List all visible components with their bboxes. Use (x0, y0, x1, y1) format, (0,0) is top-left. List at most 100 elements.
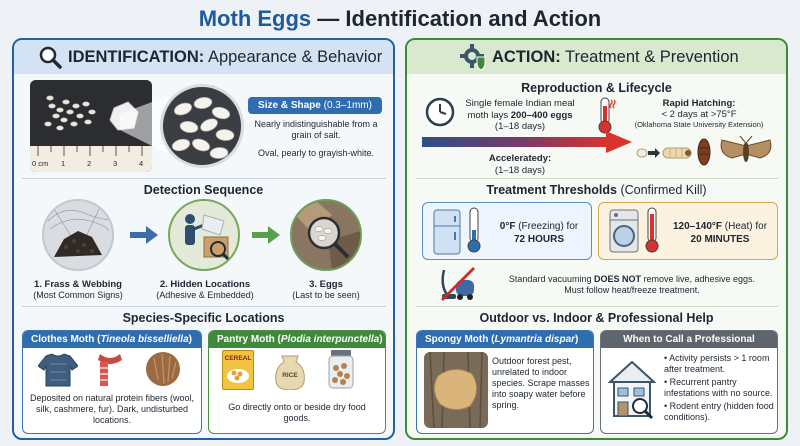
ruler-label-1: 1 (61, 159, 66, 168)
vacuum-icon (438, 266, 478, 302)
freezer-icon (432, 208, 462, 256)
title-main: Moth Eggs (198, 6, 312, 31)
professional-title: When to Call a Professional (623, 334, 755, 345)
color-description: Oval, pearly to grayish-white. (257, 148, 375, 158)
size-description: Nearly indistinguishable from a grain of… (254, 119, 378, 140)
rapid-hatching-desc: < 2 days at >75°F (661, 109, 737, 120)
ruler-label-2: 2 (87, 159, 92, 168)
zoom-connector (118, 96, 178, 156)
divider-2 (22, 306, 386, 307)
step-2-subtitle: (Adhesive & Embedded) (156, 290, 254, 300)
professional-item-text: Recurrent pantry infestations with no so… (664, 377, 773, 398)
thresholds-title-main: Treatment Thresholds (486, 183, 617, 197)
professional-item-text: Rodent entry (hidden food conditions). (664, 401, 774, 422)
ruler-label-3: 3 (113, 159, 118, 168)
step-2-title: 2. Hidden Locations (159, 279, 251, 290)
species-title: Species-Specific Locations (122, 311, 285, 325)
identification-heading: IDENTIFICATION: Appearance & Behavior (68, 48, 382, 67)
outdoor-title: Outdoor vs. Indoor & Professional Help (479, 311, 714, 325)
cold-thermometer-icon (466, 206, 482, 254)
rice-sack-icon: RICE (272, 352, 308, 390)
spongy-moth-header: Spongy Moth (Lymantria dispar) (417, 331, 593, 348)
cereal-box-label: CEREAL (224, 355, 252, 362)
egg-count: 200–400 eggs (510, 109, 573, 121)
action-heading-bold: ACTION: (492, 48, 561, 66)
clothes-moth-description: Deposited on natural protein fibers (woo… (29, 393, 195, 425)
professional-item: • Recurrent pantry infestations with no … (664, 377, 773, 398)
freeze-temp: 0°F (499, 221, 516, 232)
magnified-eggs (160, 84, 244, 168)
step-1-title: 1. Frass & Webbing (34, 279, 122, 290)
detection-title: Detection Sequence (143, 183, 264, 197)
identification-header (14, 40, 393, 74)
heat-duration: 20 MINUTES (690, 234, 750, 245)
washer-icon (608, 208, 640, 254)
spongy-moth-name: Spongy Moth (425, 334, 489, 345)
freeze-duration: 72 HOURS (513, 234, 564, 245)
vacuum-text-b: DOES NOT (593, 274, 641, 284)
scarf-icon (94, 352, 126, 388)
size-shape-badge: Size & Shape (0.3–1mm) (248, 97, 382, 114)
clock-icon (425, 97, 455, 127)
egg-stage-icon (636, 148, 648, 158)
ruler-labels: 0 cm 1 2 3 4 (30, 159, 152, 171)
eggs-closeup-image (290, 199, 362, 271)
clothes-moth-latin: Tineola bisselliella (100, 334, 189, 345)
rapid-hatching: Rapid Hatching: < 2 days at >75°F (Oklah… (618, 98, 780, 129)
step-2: 2. Hidden Locations (Adhesive & Embedded… (146, 279, 264, 301)
vacuum-note: Standard vacuuming DOES NOT remove live,… (482, 274, 782, 296)
fur-icon (144, 350, 182, 388)
rapid-hatching-title: Rapid Hatching: (662, 98, 736, 109)
reproduction-line-1: Single female Indian meal (465, 98, 575, 109)
freeze-text: 0°F (Freezing) for 72 HOURS (490, 220, 588, 246)
frass-webbing-image (42, 199, 114, 271)
cereal-box-icon: CEREAL (222, 350, 254, 390)
pantry-moth-latin: Plodia interpunctella (280, 334, 380, 345)
hidden-locations-image (168, 199, 240, 271)
vacuum-text-a: Standard vacuuming (508, 274, 594, 284)
accelerated-label: Acceleratedy: (488, 153, 552, 164)
house-icon (606, 356, 658, 420)
thresholds-title-sub: (Confirmed Kill) (616, 183, 707, 197)
larva-icon (662, 146, 692, 160)
professional-item: • Activity persists > 1 room after treat… (664, 353, 770, 374)
reproduction-line-2a: moth lays (467, 109, 511, 121)
divider-4 (416, 306, 778, 307)
egg-mass-image (424, 352, 488, 428)
hot-thermometer-icon (644, 206, 660, 254)
spongy-moth-latin: Lymantria dispar (494, 334, 576, 345)
freeze-mode: (Freezing) for (515, 221, 579, 232)
clothes-moth-name: Clothes Moth (31, 334, 95, 345)
reproduction-title: Reproduction & Lifecycle (521, 81, 672, 95)
identification-heading-bold: IDENTIFICATION: (68, 48, 205, 66)
rice-sack-label: RICE (282, 372, 298, 379)
pantry-moth-header: Pantry Moth (Plodia interpunctella) (209, 331, 385, 348)
action-heading-rest: Treatment & Prevention (560, 48, 739, 66)
heat-mode: (Heat) for (722, 221, 768, 232)
accelerated: Acceleratedy: (1–18 days) (470, 153, 570, 176)
reproduction-days: (1–18 days) (494, 121, 546, 132)
arrow-right-icon (648, 148, 660, 158)
moth-icon (718, 136, 774, 168)
size-label: Size & Shape (258, 100, 321, 111)
step-1-subtitle: (Most Common Signs) (33, 290, 123, 300)
step-1: 1. Frass & Webbing (Most Common Signs) (22, 279, 134, 301)
action-heading: ACTION: Treatment & Prevention (492, 48, 739, 67)
jar-icon (326, 348, 356, 390)
vacuum-text-c: remove live, adhesive eggs. (641, 274, 756, 284)
divider-3 (416, 178, 778, 179)
ruler-label-0: 0 cm (32, 159, 49, 168)
title-rest: — Identification and Action (311, 6, 602, 31)
gear-shield-icon (460, 44, 486, 70)
ruler-label-4: 4 (139, 159, 144, 168)
thresholds-title: Treatment Thresholds (Confirmed Kill) (407, 183, 786, 197)
identification-heading-rest: Appearance & Behavior (204, 48, 383, 66)
accelerated-days: (1–18 days) (494, 164, 546, 176)
arrow-right-icon (252, 226, 280, 244)
step-3-subtitle: (Last to be seen) (292, 290, 360, 300)
professional-item-text: Activity persists > 1 room after treatme… (664, 353, 770, 374)
lifecycle-arrow (422, 131, 632, 153)
heat-text: 120–140°F (Heat) for 20 MINUTES (664, 220, 776, 246)
magnifier-icon (38, 45, 62, 69)
vacuum-text-line-2: Must follow heat/freeze treatment. (564, 285, 700, 295)
